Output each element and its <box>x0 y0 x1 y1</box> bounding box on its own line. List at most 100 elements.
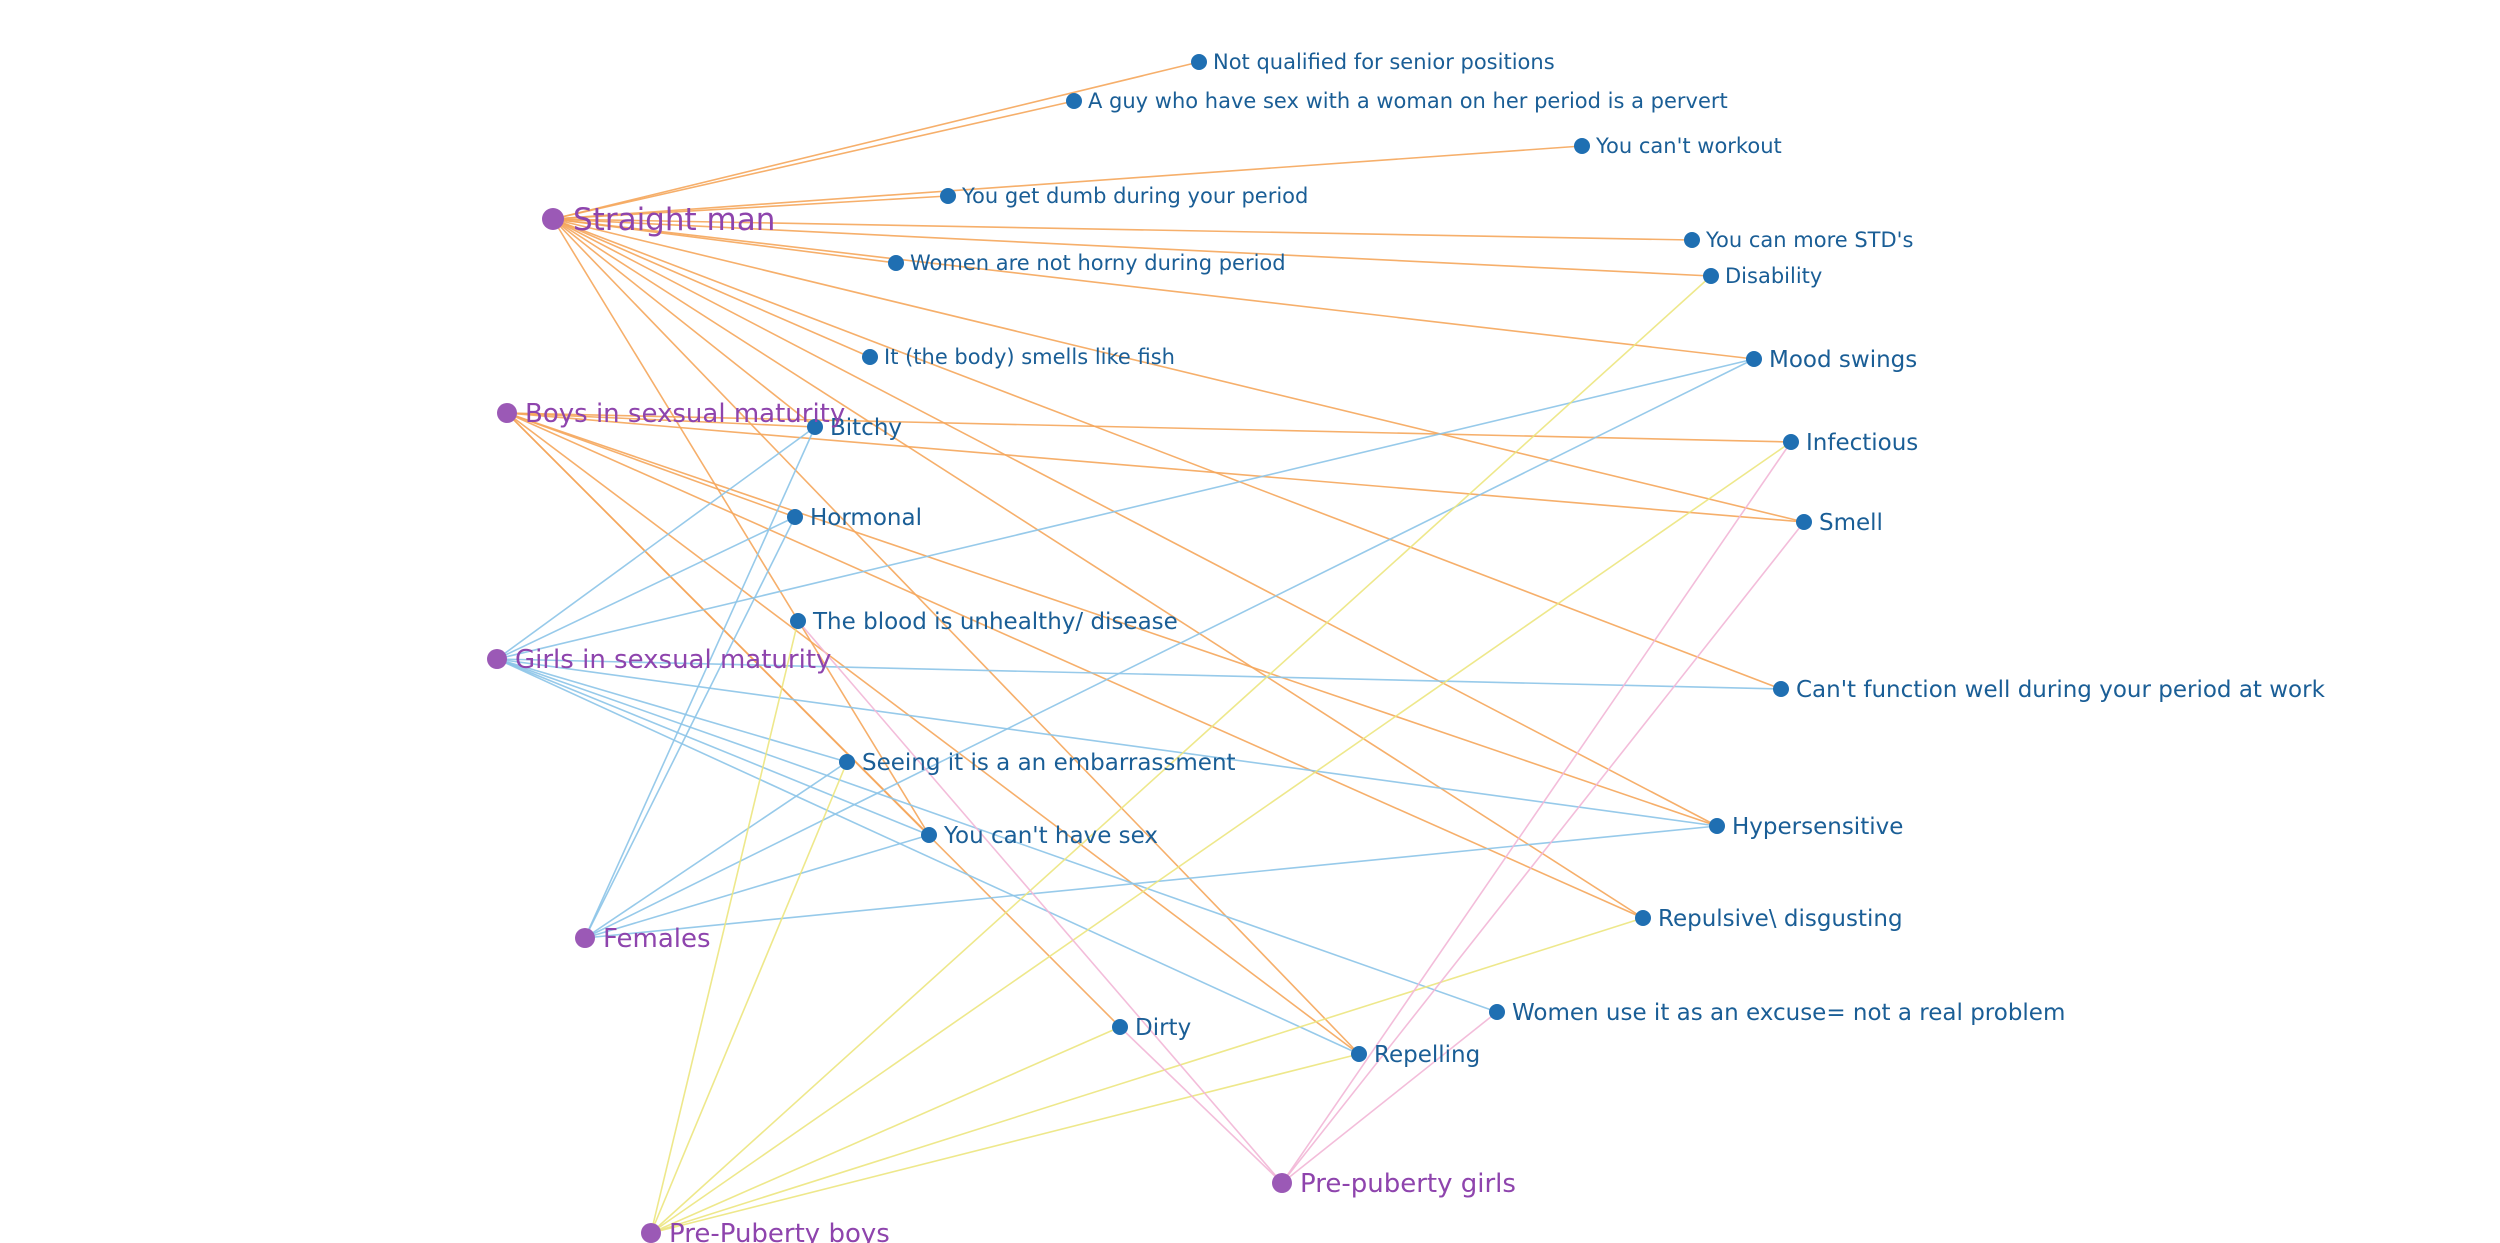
term-node-cantfunction[interactable]: Can't function well during your period a… <box>1773 677 2326 703</box>
term-node-dot <box>1684 232 1700 248</box>
group-node-pre_puberty_girls[interactable]: Pre-puberty girls <box>1272 1169 1516 1199</box>
term-node-horny[interactable]: Women are not horny during period <box>888 251 1286 275</box>
edge-females-hypersensitive <box>584 825 1718 939</box>
edge-girls_maturity-hypersensitive <box>496 658 1718 827</box>
term-node-workout[interactable]: You can't workout <box>1574 134 1782 158</box>
edge-straight_man-senior <box>552 61 1200 220</box>
term-node-embarrass[interactable]: Seeing it is a an embarrassment <box>839 750 1236 776</box>
edge-boys_maturity-hypersensitive <box>506 412 1718 827</box>
term-node-std[interactable]: You can more STD's <box>1684 228 1913 252</box>
edge-boys_maturity-dirty <box>506 412 1121 1028</box>
edge-girls_maturity-repelling <box>496 658 1360 1055</box>
term-node-dot <box>787 509 803 525</box>
term-node-dot <box>839 754 855 770</box>
edge-pre_puberty_boys-repelling <box>650 1053 1360 1234</box>
group-node-label: Girls in sexsual maturity <box>515 645 831 675</box>
group-node-label: Straight man <box>573 202 775 238</box>
edge-straight_man-nosex <box>552 218 930 836</box>
edge-boys_maturity-repelling <box>506 412 1360 1055</box>
group-node-females[interactable]: Females <box>575 924 711 954</box>
edge-straight_man-smell <box>552 218 1805 523</box>
term-node-mood[interactable]: Mood swings <box>1746 347 1917 373</box>
edge-straight_man-bitchy <box>552 218 816 428</box>
edge-girls_maturity-cantfunction <box>496 658 1782 690</box>
term-node-dot <box>790 613 806 629</box>
edge-straight_man-disability <box>552 218 1712 277</box>
group-node-label: Pre-Puberty boys <box>669 1219 890 1243</box>
term-node-label: Women are not horny during period <box>910 251 1286 275</box>
term-node-excuse[interactable]: Women use it as an excuse= not a real pr… <box>1489 1000 2065 1026</box>
edge-females-nosex <box>584 834 930 939</box>
term-node-dot <box>1489 1004 1505 1020</box>
term-node-dirty[interactable]: Dirty <box>1112 1015 1191 1041</box>
term-node-disability[interactable]: Disability <box>1703 264 1822 288</box>
term-node-label: Dirty <box>1135 1015 1191 1041</box>
term-node-dot <box>1796 514 1812 530</box>
term-node-repulsive[interactable]: Repulsive\ disgusting <box>1635 906 1903 932</box>
group-node-dot <box>1272 1173 1292 1193</box>
edge-straight_man-hypersensitive <box>552 218 1718 827</box>
group-node-girls_maturity[interactable]: Girls in sexsual maturity <box>487 645 831 675</box>
term-node-label: Not qualified for senior positions <box>1213 50 1555 74</box>
edge-pre_puberty_boys-disability <box>650 275 1712 1234</box>
term-node-label: Mood swings <box>1769 347 1917 373</box>
edge-pre_puberty_girls-blood <box>797 620 1283 1184</box>
term-node-dot <box>1709 818 1725 834</box>
group-node-dot <box>487 649 507 669</box>
term-node-dumb[interactable]: You get dumb during your period <box>940 184 1308 208</box>
term-node-dot <box>1574 138 1590 154</box>
term-node-fish[interactable]: It (the body) smells like fish <box>862 345 1175 369</box>
term-node-label: You get dumb during your period <box>961 184 1308 208</box>
term-node-hormonal[interactable]: Hormonal <box>787 505 922 531</box>
group-node-dot <box>641 1223 661 1243</box>
edge-girls_maturity-hormonal <box>496 516 796 660</box>
term-node-bitchy[interactable]: Bitchy <box>807 415 902 441</box>
group-node-label: Pre-puberty girls <box>1300 1169 1516 1199</box>
term-node-blood[interactable]: The blood is unhealthy/ disease <box>790 609 1178 635</box>
term-node-label: Seeing it is a an embarrassment <box>862 750 1236 776</box>
group-node-pre_puberty_boys[interactable]: Pre-Puberty boys <box>641 1219 890 1243</box>
term-node-pervert[interactable]: A guy who have sex with a woman on her p… <box>1066 89 1728 113</box>
term-node-senior[interactable]: Not qualified for senior positions <box>1191 50 1555 74</box>
node-layer: Not qualified for senior positions A guy … <box>487 50 2326 1243</box>
group-node-dot <box>542 208 564 230</box>
term-node-label: The blood is unhealthy/ disease <box>812 609 1178 635</box>
term-node-label: Bitchy <box>830 415 902 441</box>
term-node-nosex[interactable]: You can't have sex <box>921 823 1158 849</box>
edge-pre_puberty_boys-repulsive <box>650 917 1644 1234</box>
edge-pre_puberty_boys-infectious <box>650 441 1792 1234</box>
edge-straight_man-repulsive <box>552 218 1644 919</box>
edge-females-mood <box>584 358 1755 939</box>
edge-straight_man-cantfunction <box>552 218 1782 690</box>
term-node-smell[interactable]: Smell <box>1796 510 1883 536</box>
group-node-boys_maturity[interactable]: Boys in sexsual maturity <box>497 399 845 429</box>
term-node-dot <box>1191 54 1207 70</box>
edge-pre_puberty_boys-blood <box>650 620 799 1234</box>
term-node-label: Disability <box>1725 264 1822 288</box>
term-node-dot <box>1773 681 1789 697</box>
edge-straight_man-mood <box>552 218 1755 360</box>
group-node-straight_man[interactable]: Straight man <box>542 202 775 238</box>
term-node-dot <box>1783 434 1799 450</box>
edge-boys_maturity-infectious <box>506 412 1792 443</box>
group-node-dot <box>575 928 595 948</box>
edge-boys_maturity-hormonal <box>506 412 796 518</box>
edge-straight_man-workout <box>552 145 1583 220</box>
term-node-repelling[interactable]: Repelling <box>1351 1042 1480 1068</box>
edge-females-bitchy <box>584 426 816 939</box>
term-node-dot <box>921 827 937 843</box>
term-node-infectious[interactable]: Infectious <box>1783 430 1918 456</box>
term-node-dot <box>888 255 904 271</box>
edge-females-hormonal <box>584 516 796 939</box>
term-node-hypersensitive[interactable]: Hypersensitive <box>1709 814 1903 840</box>
edge-straight_man-std <box>552 218 1693 241</box>
edge-straight_man-repelling <box>552 218 1360 1055</box>
group-node-dot <box>497 403 517 423</box>
edge-boys_maturity-smell <box>506 412 1805 523</box>
term-node-dot <box>1066 93 1082 109</box>
term-node-label: You can't have sex <box>943 823 1158 849</box>
edge-straight_man-fish <box>552 218 871 358</box>
term-node-dot <box>1635 910 1651 926</box>
term-node-dot <box>1351 1046 1367 1062</box>
